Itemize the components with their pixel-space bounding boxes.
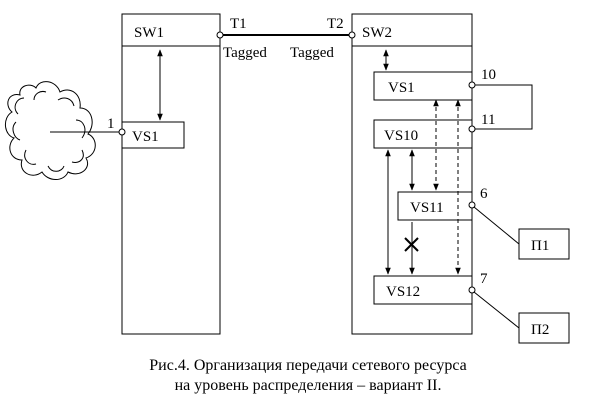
- sw2-vs12-label: VS12: [386, 284, 420, 300]
- sw2-vlan-vs11: VS11: [397, 191, 473, 221]
- tagged-left-label: Tagged: [223, 45, 267, 61]
- host-p2-label: П2: [531, 322, 549, 338]
- sw2-vlan-vs10: VS10: [373, 119, 473, 149]
- p2-link: [473, 291, 520, 329]
- trunk-t1-label: T1: [230, 16, 247, 32]
- sw2-vs10-label: VS10: [384, 128, 418, 144]
- port-6: [468, 201, 476, 209]
- host-p2: П2: [518, 312, 570, 344]
- port-10-label: 10: [481, 67, 496, 83]
- sw2-vs1-label: VS1: [388, 80, 415, 96]
- port-t2: [348, 31, 356, 39]
- port-7: [468, 286, 476, 294]
- sw2-vlan-vs12: VS12: [373, 275, 473, 305]
- port-11: [468, 125, 476, 133]
- sw1-vlan-vs1: VS1: [121, 121, 185, 149]
- port-1: [118, 128, 126, 136]
- port-6-label: 6: [480, 186, 488, 202]
- trunk-link: T1 T2 Tagged Tagged: [216, 16, 356, 61]
- caption-line-1: Рис.4. Организация передачи сетевого рес…: [149, 357, 466, 374]
- sw2-vlan-vs1: VS1: [373, 71, 473, 101]
- blocked-x-icon: [404, 237, 419, 252]
- p1-link: [473, 206, 520, 245]
- host-p1: П1: [518, 228, 570, 260]
- port-10: [468, 81, 476, 89]
- host-p1-label: П1: [531, 238, 549, 254]
- trunk-t2-label: T2: [327, 16, 344, 32]
- port-t1: [216, 31, 224, 39]
- sw1-vs1-label: VS1: [132, 129, 159, 145]
- sw2-vs11-label: VS11: [410, 200, 444, 216]
- switch-sw1: SW1: [121, 13, 221, 335]
- sw2-label: SW2: [362, 25, 392, 41]
- sw1-label: SW1: [134, 25, 164, 41]
- port-7-label: 7: [480, 271, 488, 287]
- port-1-label: 1: [107, 116, 115, 132]
- network-cloud-icon: [5, 81, 96, 180]
- port-11-label: 11: [481, 112, 495, 128]
- caption-line-2: на уровень распределения – вариант II.: [175, 377, 442, 394]
- tagged-right-label: Tagged: [290, 45, 334, 61]
- loop-cable: [475, 84, 533, 130]
